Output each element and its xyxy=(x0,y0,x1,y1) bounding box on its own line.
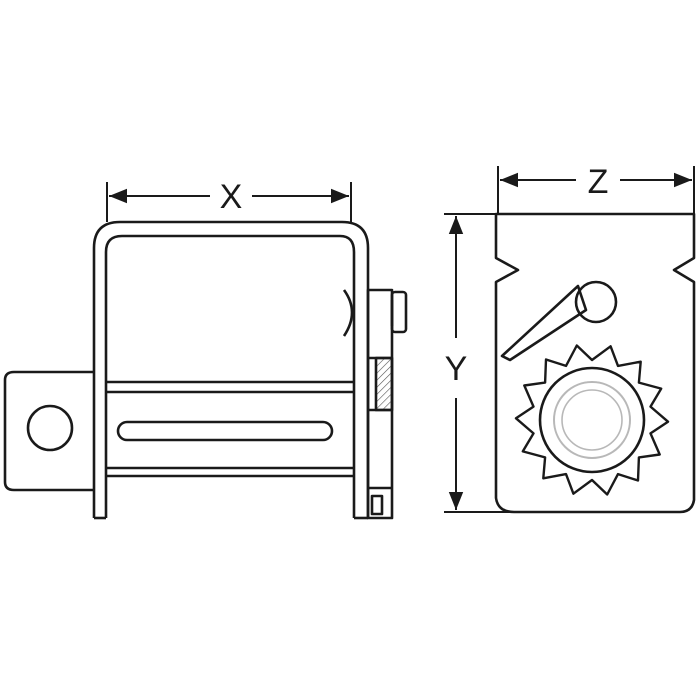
hub-outer xyxy=(538,366,646,474)
pawl-dome xyxy=(342,289,354,337)
z-dimension xyxy=(497,166,695,214)
x-dimension xyxy=(106,182,352,222)
strap-slot xyxy=(116,420,334,442)
ratchet-gear xyxy=(514,344,670,496)
pawl-lever xyxy=(500,284,588,362)
mounting-tab xyxy=(3,370,94,492)
hub-inner xyxy=(553,381,631,459)
y-dimension xyxy=(444,213,510,513)
z-dimension-label: Z xyxy=(588,163,609,201)
hub-bore xyxy=(561,389,623,451)
x-dimension-label: X xyxy=(220,178,243,216)
hatched-section xyxy=(374,356,394,412)
housing-foot xyxy=(370,494,384,516)
pawl-pivot xyxy=(574,280,618,324)
side-plate-outline xyxy=(494,212,696,514)
frame-inner xyxy=(104,234,356,320)
ratchet-cap xyxy=(390,290,408,334)
front-view xyxy=(3,220,408,520)
mounting-hole xyxy=(26,404,74,452)
y-dimension-label: Y xyxy=(445,350,468,388)
frame-outer xyxy=(92,220,370,320)
side-view xyxy=(494,212,696,514)
